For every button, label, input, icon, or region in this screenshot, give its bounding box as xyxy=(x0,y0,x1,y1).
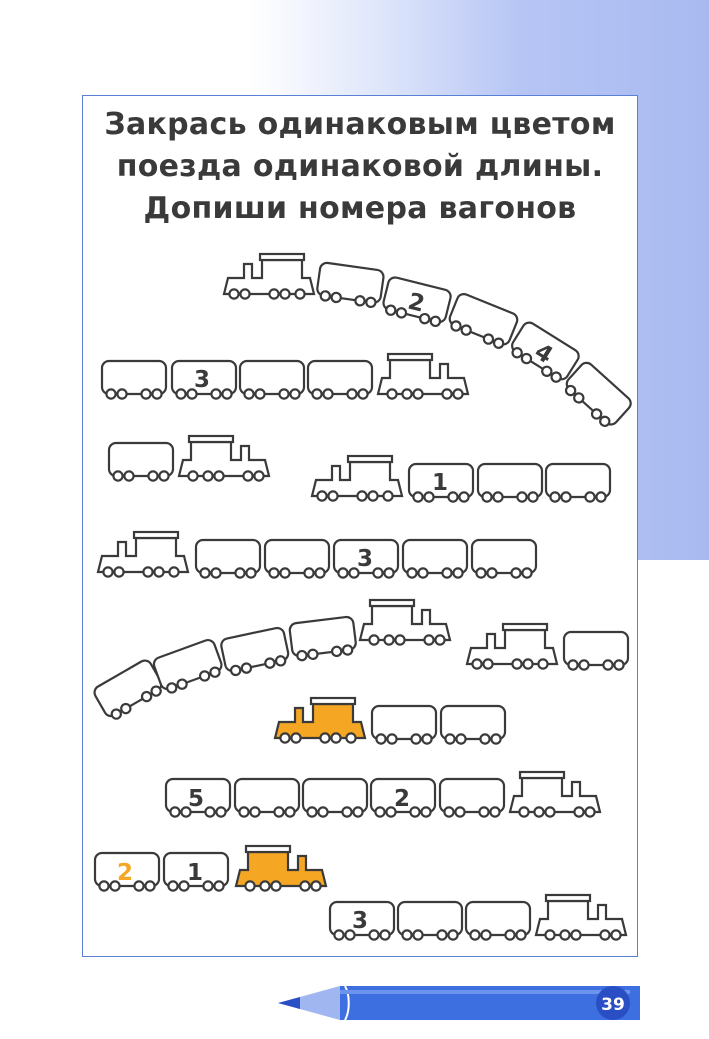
wagon-number: 2 xyxy=(117,860,133,886)
wagon-number: 1 xyxy=(432,470,448,496)
train-5: 3 xyxy=(96,530,538,579)
train-9: 5 2 xyxy=(164,770,602,818)
train-4: 1 xyxy=(310,454,612,503)
wagon-number: 1 xyxy=(187,860,203,886)
exercise-title: Закрась одинаковым цветом поезда одинако… xyxy=(82,104,638,230)
title-line-1: Закрась одинаковым цветом xyxy=(104,107,616,142)
page-number: 39 xyxy=(601,995,625,1015)
wagon-icon: 2 xyxy=(379,274,454,330)
train-2: 3 xyxy=(100,352,470,400)
wagon-number: 2 xyxy=(394,786,410,812)
wagon-number: 3 xyxy=(357,546,373,572)
wagon-number: 2 xyxy=(405,289,427,318)
title-line-3: Допиши номера вагонов xyxy=(143,191,577,226)
title-line-2: поезда одинаковой длины. xyxy=(116,149,604,184)
wagon-number: 5 xyxy=(188,786,204,812)
wagon-number: 3 xyxy=(194,367,210,393)
wagon-icon: 4 xyxy=(505,318,583,387)
train-1: 2 4 xyxy=(222,252,635,432)
wagon-number: 3 xyxy=(352,908,368,934)
train-10: 2 1 xyxy=(93,844,328,892)
train-11: 3 xyxy=(328,893,628,941)
